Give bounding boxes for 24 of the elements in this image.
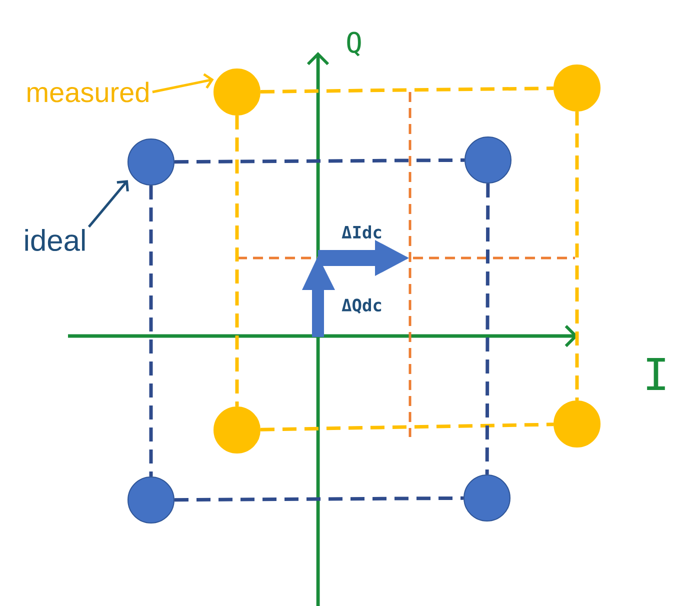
leader-arrow (152, 73, 214, 94)
dashed-line (149, 186, 153, 476)
constellation-point (554, 64, 600, 112)
constellation-point (214, 406, 260, 454)
axis-label: I (647, 358, 665, 390)
dashed-line (260, 422, 554, 432)
offset-label: ΔIdc (342, 225, 382, 239)
dashed-line (575, 112, 579, 400)
axis-label: Q (347, 32, 361, 56)
constellation-point (128, 138, 174, 186)
constellation-point (464, 474, 510, 522)
constellation-point (214, 68, 260, 116)
dashed-line (174, 496, 464, 502)
dashed-line (260, 86, 554, 94)
dashed-line (485, 184, 490, 475)
dashed-line (235, 116, 239, 406)
offset-label: ΔQdc (342, 298, 382, 314)
constellation-point (464, 136, 512, 184)
annotation-text: measured (28, 82, 148, 102)
constellation-point (554, 400, 600, 448)
dashed-line (174, 158, 465, 164)
annotation-text: ideal (25, 229, 85, 252)
leader-arrow (88, 180, 129, 228)
constellation-point (128, 476, 174, 524)
